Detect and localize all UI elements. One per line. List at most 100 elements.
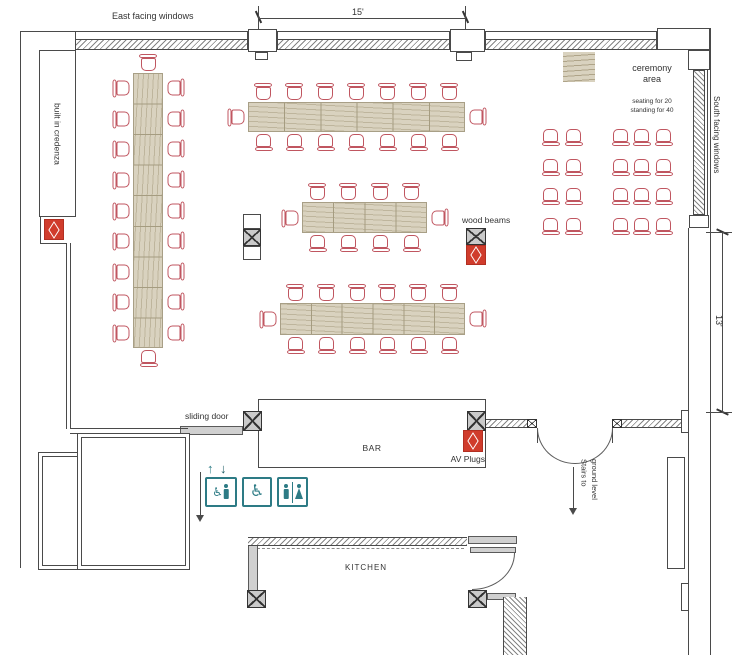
ceremony-chairs-right-r2c2 [631, 158, 652, 176]
sliding-wall [70, 428, 188, 434]
bar-wall-mid [486, 419, 535, 428]
bar-wall-east [622, 419, 681, 428]
banquet-table-north-chair-bottom-7 [439, 133, 460, 151]
ceremony-chairs-left-r1c2 [563, 128, 584, 146]
banquet-table-north-chair-west-end [227, 107, 245, 128]
banquet-table-west-chair-left-8 [112, 292, 130, 313]
ceremony-standing-text: standing for 40 [630, 106, 674, 114]
banquet-table-south-chair-top-6 [439, 284, 460, 302]
south-window-sill [689, 215, 709, 228]
right-wall-lower [688, 611, 689, 655]
ceremony-seating-text: seating for 20 [632, 98, 672, 105]
banquet-table-south-chair-bottom-6 [439, 336, 460, 354]
kitchen-wall-top [248, 537, 467, 546]
dim-top-line [258, 18, 465, 19]
credenza-jog-h [40, 243, 67, 244]
kitchen-dashed-line [252, 548, 464, 549]
banquet-table-west-chair-left-6 [112, 231, 130, 252]
banquet-table-north-chair-top-1 [253, 83, 274, 101]
stairs-line2: ground level [590, 459, 599, 500]
corner-top-right-ext [688, 50, 710, 70]
restroom-woman-icon [295, 484, 302, 500]
banquet-table-west-chair-left-7 [112, 261, 130, 282]
ceremony-area-line1: ceremony [632, 63, 672, 73]
ceremony-chairs-left-r2c2 [563, 158, 584, 176]
banquet-table-west-chair-left-3 [112, 139, 130, 160]
top-left-cap [20, 31, 76, 32]
column-bar-left-column-icon [243, 411, 262, 431]
av-plug-credenza-icon [44, 219, 64, 240]
banquet-table-south [280, 303, 465, 335]
right-dimension-label: 13' [714, 315, 724, 327]
window-east-2 [277, 31, 450, 50]
restroom-man-icon [283, 484, 290, 500]
av-plug-legend-icon [466, 245, 486, 265]
ceremony-chairs-right-r4c1 [610, 217, 631, 235]
banquet-table-south-chair-bottom-4 [377, 336, 398, 354]
ceremony-area-line2: area [642, 74, 661, 85]
banquet-table-south-chair-top-4 [377, 284, 398, 302]
banquet-table-west-chair-left-9 [112, 322, 130, 343]
pier-1-notch [255, 52, 268, 60]
banquet-table-middle-chair-bottom-2 [338, 234, 359, 252]
ceremony-chairs-right-r3c3 [653, 187, 674, 205]
banquet-table-west-chair-right-8 [166, 292, 184, 313]
pier-2-notch [456, 52, 472, 61]
ceremony-chairs-left-r4c2 [563, 217, 584, 235]
ceremony-chairs-left-r4c1 [540, 217, 561, 235]
banquet-table-west-chair-left-2 [112, 108, 130, 129]
banquet-table-north-chair-bottom-1 [253, 133, 274, 151]
mid-column-cap-bottom [243, 246, 261, 260]
ceremony-chairs-left-r3c1 [540, 187, 561, 205]
banquet-table-north-chair-top-3 [315, 83, 336, 101]
outer-left-wall [20, 31, 21, 568]
pier-1 [248, 29, 277, 52]
dim-top-ext-right [465, 6, 466, 29]
right-utility-shaft [667, 457, 685, 569]
elevator-icon: ♿ [205, 477, 237, 507]
dim-top-ext-left [258, 6, 259, 29]
banquet-table-south-chair-bottom-2 [316, 336, 337, 354]
ceremony-chairs-right-r1c2 [631, 128, 652, 146]
banquet-table-north-chair-bottom-5 [377, 133, 398, 151]
ceremony-chairs-right-r1c3 [653, 128, 674, 146]
door-jamb-right [612, 428, 613, 443]
window-south [693, 70, 705, 215]
banquet-table-south-chair-east-end [468, 309, 486, 330]
ceremony-chairs-left-r1c1 [540, 128, 561, 146]
banquet-table-south-chair-top-2 [316, 284, 337, 302]
banquet-table-west-chair-right-5 [166, 200, 184, 221]
banquet-table-west-chair-right-1 [166, 78, 184, 99]
dim-right-ext-bottom [706, 412, 732, 413]
banquet-table-south-chair-top-3 [347, 284, 368, 302]
kitchen-connector [487, 593, 516, 600]
window-east-3 [485, 31, 657, 50]
south-windows-label: South facing windows [712, 96, 721, 174]
banquet-table-north-chair-top-4 [346, 83, 367, 101]
south-window-frame [707, 70, 708, 215]
ceremony-chairs-right-r3c1 [610, 187, 631, 205]
stairs-line1: Stairs to [579, 459, 589, 487]
stairs-arrow-line [573, 467, 574, 510]
banquet-table-middle-chair-top-4 [401, 183, 422, 201]
banquet-table-middle-chair-top-3 [370, 183, 391, 201]
wheelchair-glyph: ♿ [249, 483, 265, 500]
right-jog-lower [681, 583, 689, 611]
window-east-1 [75, 31, 248, 50]
banquet-table-middle-chair-bottom-4 [401, 234, 422, 252]
banquet-table-west-chair-south-end [138, 349, 159, 367]
bar-counter [258, 399, 486, 468]
column-bar-right-column-icon [467, 411, 486, 431]
column-small-east-column-icon [612, 419, 622, 428]
banquet-table-south-chair-top-5 [408, 284, 429, 302]
elevator-wheelchair-glyph: ♿ [212, 485, 223, 499]
banquet-table-south-chair-west-end [259, 309, 277, 330]
av-plug-bar-icon [463, 430, 483, 452]
dim-right-line [722, 232, 723, 412]
banquet-table-west-chair-right-2 [166, 108, 184, 129]
banquet-table-west-chair-left-5 [112, 200, 130, 221]
banquet-table-middle-chair-bottom-1 [307, 234, 328, 252]
kitchen-door-leaf [472, 553, 515, 590]
stairs-arrow-head [569, 508, 577, 515]
kitchen-wall-lower [503, 597, 527, 655]
